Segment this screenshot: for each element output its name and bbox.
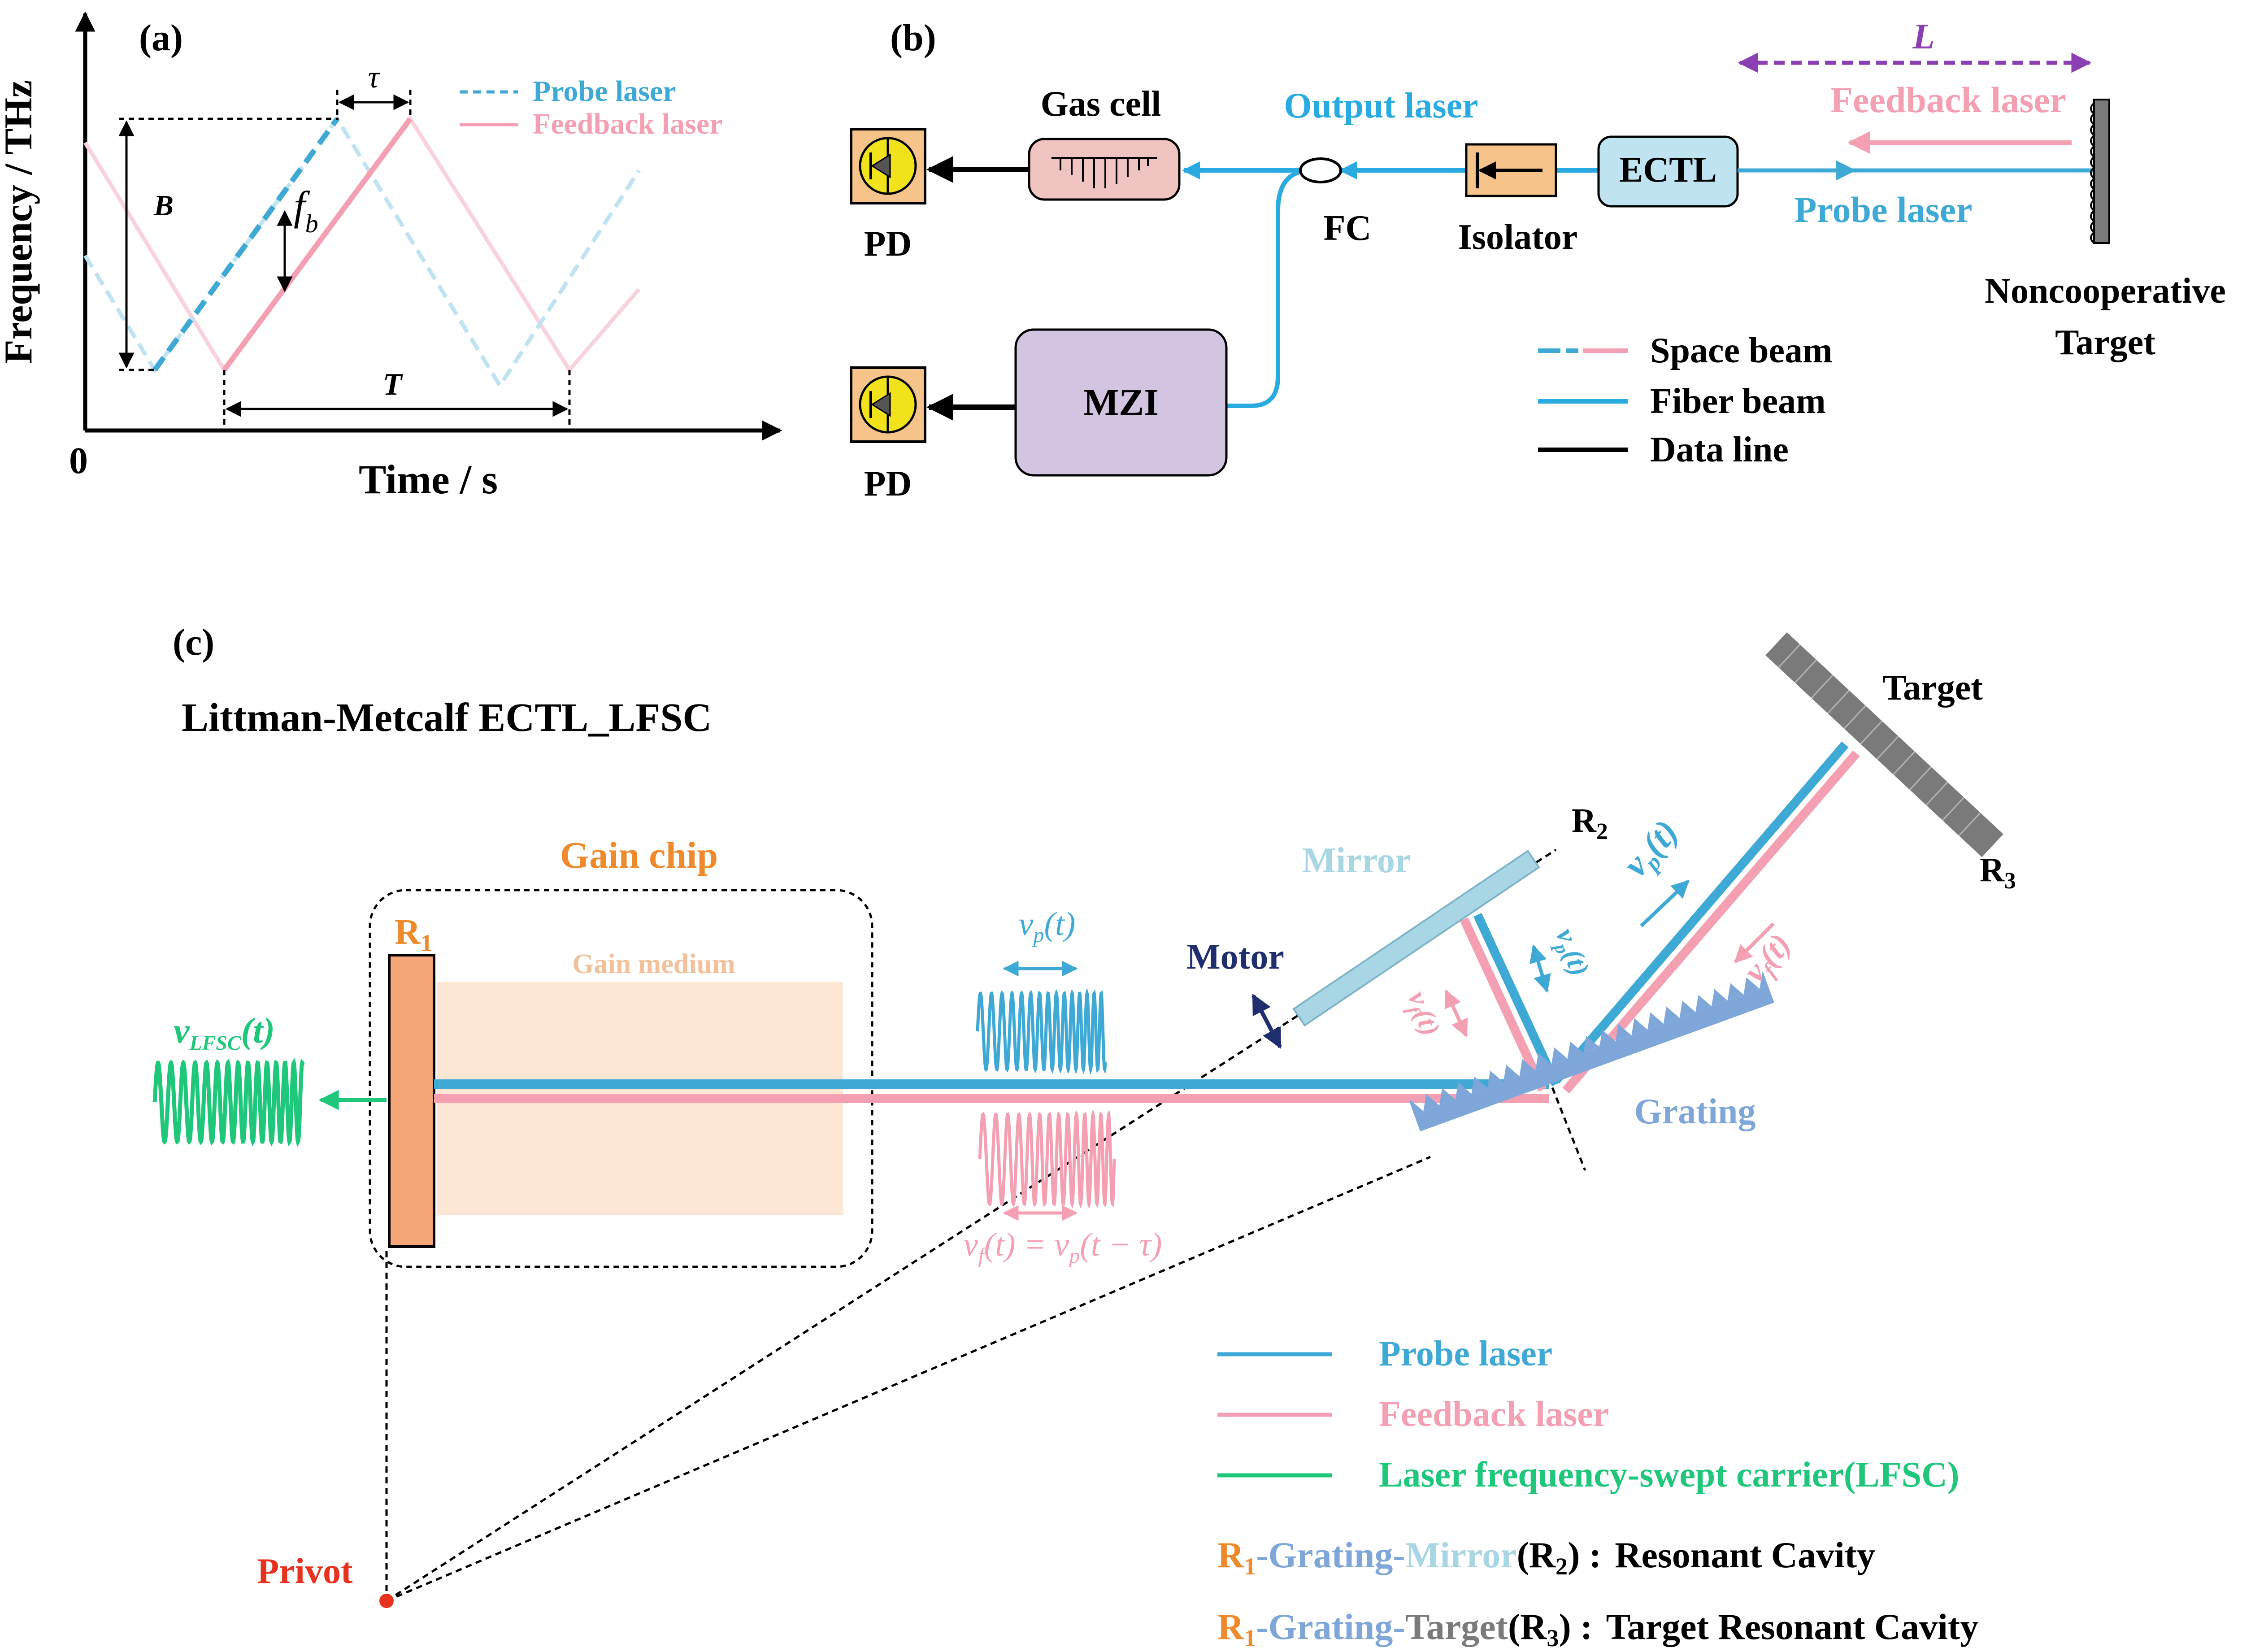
nu-p-target-arrow <box>1640 880 1690 927</box>
panel-c-label: (c) <box>173 622 214 663</box>
mirror-label: Mirror <box>1302 841 1411 880</box>
fc-label: FC <box>1324 209 1372 248</box>
feedback-wave-packet <box>978 1109 1116 1209</box>
legend-data-label: Data line <box>1650 430 1789 470</box>
beat-label: fb <box>294 183 318 238</box>
nu-p-mirror-arrow <box>1529 944 1551 993</box>
lfsc-wave-packet <box>152 1058 305 1148</box>
target-reflector <box>1765 632 2003 857</box>
probe-to-target-beam <box>1552 741 1849 1084</box>
cavity-resonant-line: R1-Grating-Mirror(R2) :Resonant Cavity <box>1217 1535 1875 1580</box>
panel-c-title: Littman-Metcalf ECTL_LFSC <box>182 696 712 740</box>
panel-a: (a) Frequency / THz Time / s 0 B τ fb T … <box>0 11 782 502</box>
nu-f-mirror-arrow <box>1444 989 1468 1038</box>
cavity-target-line: R1-Grating-Target(R3) :Target Resonant C… <box>1217 1606 1978 1652</box>
panel-c: (c) Littman-Metcalf ECTL_LFSC Gain mediu… <box>152 622 2016 1652</box>
bandwidth-label: B <box>153 189 174 222</box>
nu-p-target-label: νp(t) <box>1616 812 1690 887</box>
target-rough-surface <box>2090 102 2096 244</box>
legend-c-feedback-label: Feedback laser <box>1379 1395 1609 1434</box>
gas-cell <box>1028 138 1181 201</box>
target-label: Target <box>1882 668 1983 708</box>
pivot-point <box>379 1594 394 1608</box>
panel-a-label: (a) <box>139 17 183 59</box>
nu-p-mirror-label: νp(t) <box>1546 925 1595 982</box>
r3-label: R3 <box>1980 851 2016 894</box>
fiber-coupler <box>1299 157 1342 183</box>
mzi-label: MZI <box>1083 382 1159 423</box>
target-label-line1: Noncooperative <box>1985 271 2226 311</box>
r2-label: R2 <box>1572 802 1608 844</box>
period-label: T <box>383 367 404 402</box>
panel-b: (b) PD PD <box>850 17 2226 504</box>
motor-label: Motor <box>1186 937 1284 977</box>
pivot-label: Privot <box>257 1552 353 1591</box>
gain-medium-label: Gain medium <box>572 949 735 979</box>
x-axis-label: Time / s <box>359 456 498 502</box>
motor-rotation-arrow <box>1251 994 1282 1049</box>
gas-cell-lines <box>1051 157 1157 188</box>
probe-wave-packet <box>976 988 1107 1075</box>
target-label-line2: Target <box>2055 323 2155 362</box>
nu-f-equation: νf(t) = νp(t − τ) <box>963 1226 1162 1268</box>
gas-cell-label: Gas cell <box>1041 84 1161 124</box>
feedback-ramp <box>222 117 413 372</box>
distance-label: L <box>1912 17 1935 57</box>
photodetector-bottom <box>850 366 926 443</box>
legend-c-probe-label: Probe laser <box>1379 1334 1552 1374</box>
legend-space-label: Space beam <box>1650 331 1833 370</box>
legend-fiber-label: Fiber beam <box>1650 382 1826 421</box>
nu-f-mirror-label: νf(t) <box>1398 987 1446 1042</box>
legend-probe-label: Probe laser <box>533 75 676 108</box>
nu-p-label: νp(t) <box>1019 906 1076 947</box>
nu-lfsc-label: νLFSC(t) <box>174 1011 275 1054</box>
ectl-label: ECTL <box>1619 150 1717 190</box>
feedback-laser-label: Feedback laser <box>1830 79 2066 120</box>
probe-ramp <box>152 117 339 372</box>
gain-chip-label: Gain chip <box>560 835 718 876</box>
pd-bottom-label: PD <box>864 464 912 504</box>
mzi-box <box>1014 328 1228 477</box>
noncooperative-target <box>2093 99 2110 244</box>
photodetector-top <box>850 128 926 204</box>
pd-top-label: PD <box>864 224 912 264</box>
feedback-light-wave <box>83 115 641 374</box>
grating <box>1408 971 1774 1132</box>
r1-facet <box>388 954 435 1248</box>
mirror <box>1292 849 1540 1027</box>
isolator-label: Isolator <box>1458 217 1578 257</box>
legend-feedback-label: Feedback laser <box>533 108 722 140</box>
fiber-fc-to-mzi <box>1226 168 1312 408</box>
nu-f-target-arrow <box>1734 922 1775 963</box>
grating-label: Grating <box>1634 1092 1755 1131</box>
panel-b-label: (b) <box>890 17 936 59</box>
probe-laser-label: Probe laser <box>1794 189 1973 230</box>
legend-c-lfsc-label: Laser frequency-swept carrier(LFSC) <box>1379 1455 1960 1495</box>
r1-label: R1 <box>395 913 433 956</box>
y-axis-label: Frequency / THz <box>0 80 40 364</box>
output-laser-label: Output laser <box>1284 86 1478 126</box>
origin-label: 0 <box>69 440 88 482</box>
tau-label: τ <box>368 60 380 95</box>
